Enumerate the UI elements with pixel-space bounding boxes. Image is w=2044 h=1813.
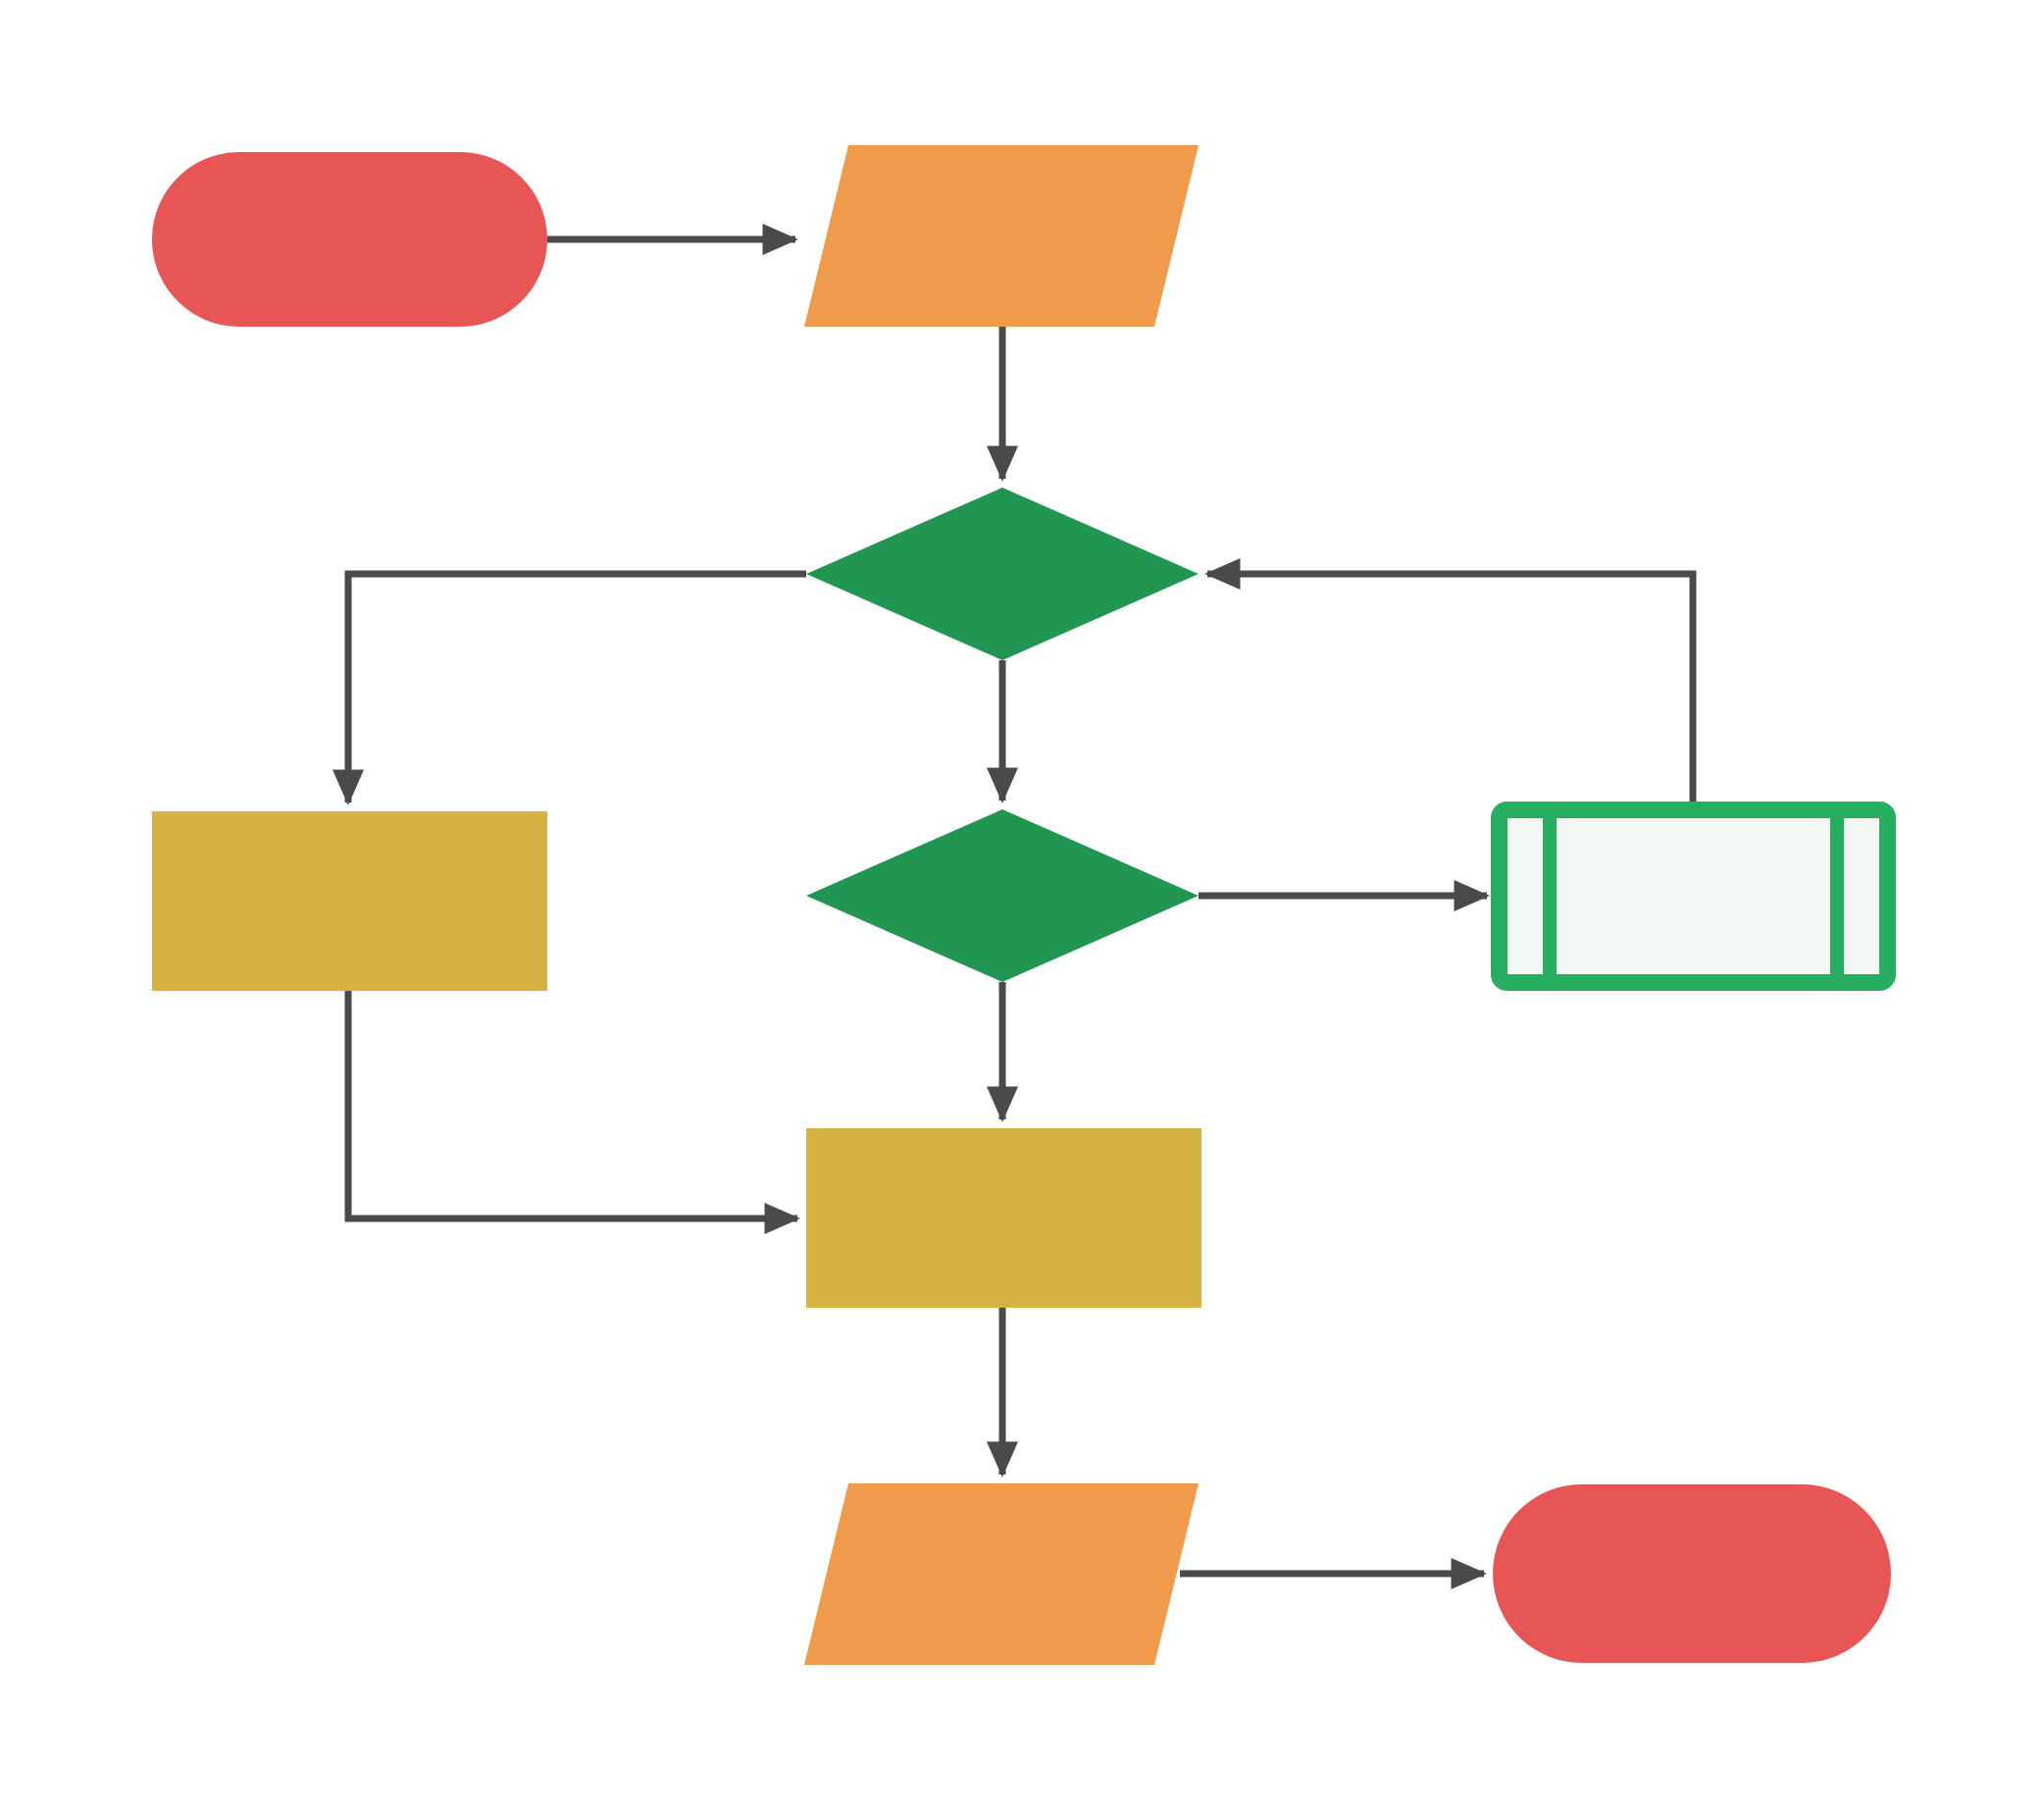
node-subroutine[interactable]	[1491, 802, 1896, 991]
edge-decision-1-to-process-left	[332, 570, 806, 805]
process-main-shape[interactable]	[806, 1128, 1201, 1308]
node-layer	[152, 145, 1896, 1665]
input-parallelogram-shape[interactable]	[804, 145, 1199, 327]
end-terminator-shape[interactable]	[1493, 1484, 1891, 1663]
node-process-left[interactable]	[152, 811, 547, 991]
node-input[interactable]	[804, 145, 1199, 327]
process-left-shape[interactable]	[152, 811, 547, 991]
output-parallelogram-shape[interactable]	[804, 1483, 1199, 1665]
decision-2-diamond-shape[interactable]	[806, 809, 1199, 982]
node-decision-2[interactable]	[806, 809, 1199, 982]
node-decision-1[interactable]	[806, 488, 1199, 660]
start-terminator-shape[interactable]	[152, 152, 547, 327]
node-start[interactable]	[152, 152, 547, 327]
edge-process-left-to-process-main	[344, 991, 800, 1235]
edge-subroutine-to-decision-1	[1204, 557, 1697, 806]
subroutine-outer-shape[interactable]	[1491, 802, 1896, 991]
node-process-main[interactable]	[806, 1128, 1201, 1308]
node-output[interactable]	[804, 1483, 1199, 1665]
edge-layer	[332, 223, 1697, 1590]
node-end[interactable]	[1493, 1484, 1891, 1663]
decision-1-diamond-shape[interactable]	[806, 488, 1199, 660]
